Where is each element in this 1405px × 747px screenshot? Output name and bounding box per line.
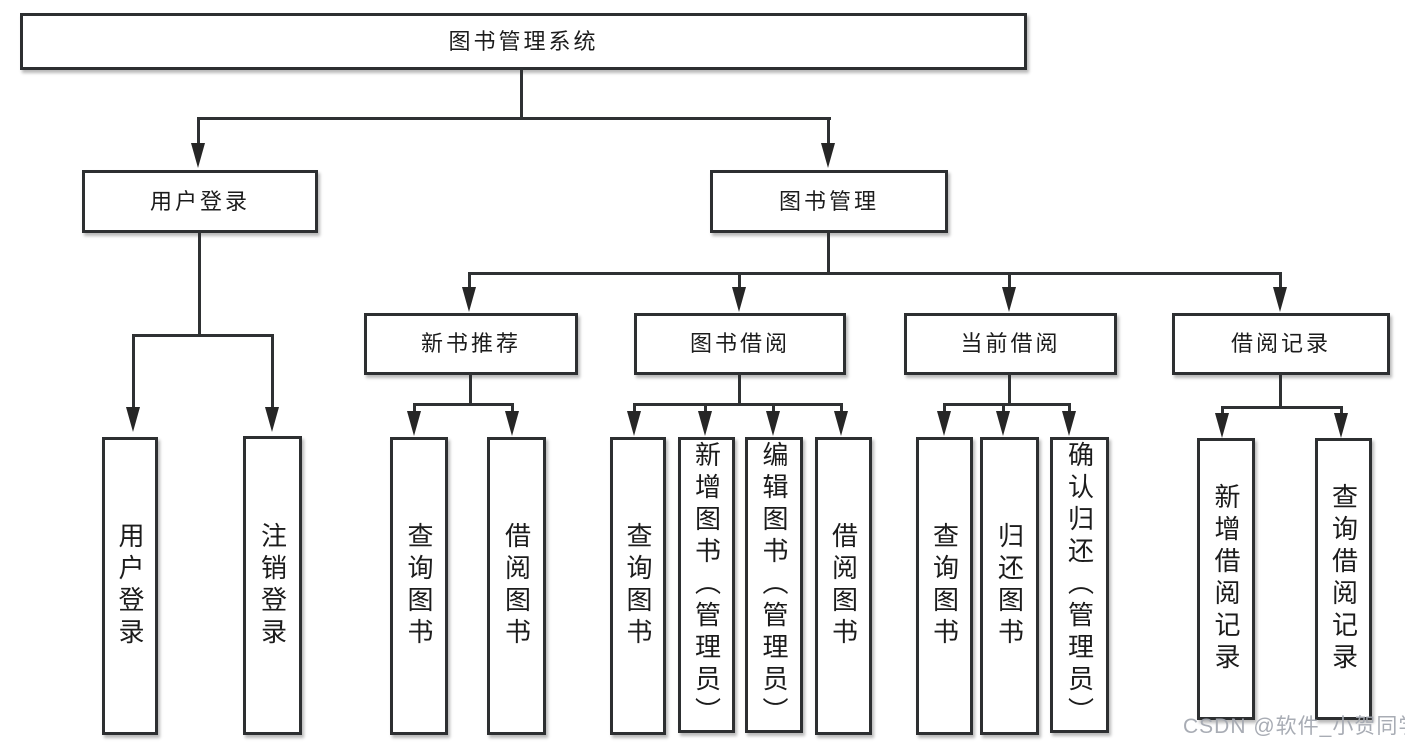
connector-line <box>1008 373 1011 405</box>
connector-line <box>943 403 1071 406</box>
connector-line <box>943 403 946 413</box>
watermark-text: CSDN @软件_小贺同学 <box>1183 715 1405 738</box>
arrow-down-icon <box>505 411 519 436</box>
node-current-borrowing: 当前借阅 <box>904 313 1117 375</box>
leaf-confirm-return-admin: 确认归还（管理员） <box>1050 437 1109 733</box>
node-label: 图书借阅 <box>689 331 790 356</box>
node-library-management-system: 图书管理系统 <box>20 13 1027 70</box>
connector-line <box>468 272 471 289</box>
node-book-borrowing: 图书借阅 <box>634 313 846 375</box>
connector-line <box>738 272 741 289</box>
arrow-down-icon <box>462 287 476 312</box>
connector-line <box>468 272 1282 275</box>
arrow-down-icon <box>1273 287 1287 312</box>
leaf-return-books: 归还图书 <box>980 437 1039 735</box>
leaf-label: 用户登录 <box>115 522 145 650</box>
leaf-label: 确认归还（管理员） <box>1064 441 1095 729</box>
leaf-query-books-recommend: 查询图书 <box>390 437 448 735</box>
arrow-down-icon <box>126 407 140 432</box>
leaf-label: 注销登录 <box>257 521 288 650</box>
node-label: 当前借阅 <box>960 331 1061 356</box>
connector-line <box>840 403 843 413</box>
connector-line <box>1068 403 1071 413</box>
node-label: 用户登录 <box>149 188 250 214</box>
arrow-down-icon <box>698 411 712 436</box>
arrow-down-icon <box>834 411 848 436</box>
node-borrowing-records: 借阅记录 <box>1172 313 1390 375</box>
node-label: 图书管理系统 <box>448 28 599 54</box>
arrow-down-icon <box>937 411 951 436</box>
connector-line <box>1002 403 1005 413</box>
connector-line <box>633 403 843 406</box>
node-label: 借阅记录 <box>1230 331 1331 356</box>
connector-line <box>772 403 775 413</box>
connector-line <box>1008 272 1011 289</box>
connector-line <box>132 334 274 337</box>
node-label: 新书推荐 <box>420 331 521 356</box>
leaf-label: 编辑图书（管理员） <box>759 441 789 729</box>
leaf-logout: 注销登录 <box>243 436 302 735</box>
node-user-login: 用户登录 <box>82 170 318 233</box>
arrow-down-icon <box>1334 413 1348 438</box>
node-label: 图书管理 <box>778 188 879 214</box>
arrow-down-icon <box>627 411 641 436</box>
arrow-down-icon <box>766 411 780 436</box>
connector-line <box>413 403 514 406</box>
connector-line <box>132 334 135 409</box>
connector-line <box>198 231 201 336</box>
connector-line <box>1221 406 1224 416</box>
leaf-label: 借阅图书 <box>828 522 859 650</box>
connector-line <box>197 117 200 145</box>
arrow-down-icon <box>407 411 421 436</box>
arrow-down-icon <box>821 143 835 168</box>
leaf-add-books-admin: 新增图书（管理员） <box>678 437 735 733</box>
arrow-down-icon <box>1002 287 1016 312</box>
leaf-label: 查询借阅记录 <box>1328 483 1359 675</box>
leaf-query-books-current: 查询图书 <box>916 437 973 735</box>
leaf-label: 新增借阅记录 <box>1211 483 1241 675</box>
arrow-down-icon <box>1215 413 1229 438</box>
leaf-user-login: 用户登录 <box>102 437 158 735</box>
arrow-down-icon <box>1062 411 1076 436</box>
connector-line <box>827 117 830 145</box>
connector-line <box>520 68 523 119</box>
leaf-label: 查询图书 <box>623 522 653 650</box>
connector-line <box>1340 406 1343 416</box>
connector-line <box>704 403 707 413</box>
arrow-down-icon <box>191 143 205 168</box>
leaf-label: 归还图书 <box>994 522 1025 650</box>
connector-line <box>827 231 830 274</box>
connector-line <box>1279 272 1282 289</box>
node-new-book-recommendation: 新书推荐 <box>364 313 578 375</box>
arrow-down-icon <box>265 407 279 432</box>
leaf-add-borrow-record: 新增借阅记录 <box>1197 438 1255 720</box>
connector-line <box>271 334 274 409</box>
leaf-label: 查询图书 <box>929 522 960 650</box>
connector-line <box>1279 373 1282 409</box>
leaf-query-borrow-record: 查询借阅记录 <box>1315 438 1372 720</box>
leaf-label: 新增图书（管理员） <box>691 441 722 729</box>
arrow-down-icon <box>996 411 1010 436</box>
connector-line <box>633 403 636 413</box>
connector-line <box>469 373 472 405</box>
leaf-query-books-borrow: 查询图书 <box>610 437 666 735</box>
connector-line <box>1221 406 1343 409</box>
connector-line <box>738 373 741 405</box>
leaf-borrow-books: 借阅图书 <box>815 437 872 735</box>
leaf-edit-books-admin: 编辑图书（管理员） <box>745 437 803 733</box>
connector-line <box>511 403 514 413</box>
connector-line <box>413 403 416 413</box>
leaf-label: 查询图书 <box>404 522 434 650</box>
node-book-management: 图书管理 <box>710 170 948 233</box>
connector-line <box>197 117 831 120</box>
arrow-down-icon <box>732 287 746 312</box>
leaf-borrow-books-recommend: 借阅图书 <box>487 437 546 735</box>
leaf-label: 借阅图书 <box>501 522 532 650</box>
